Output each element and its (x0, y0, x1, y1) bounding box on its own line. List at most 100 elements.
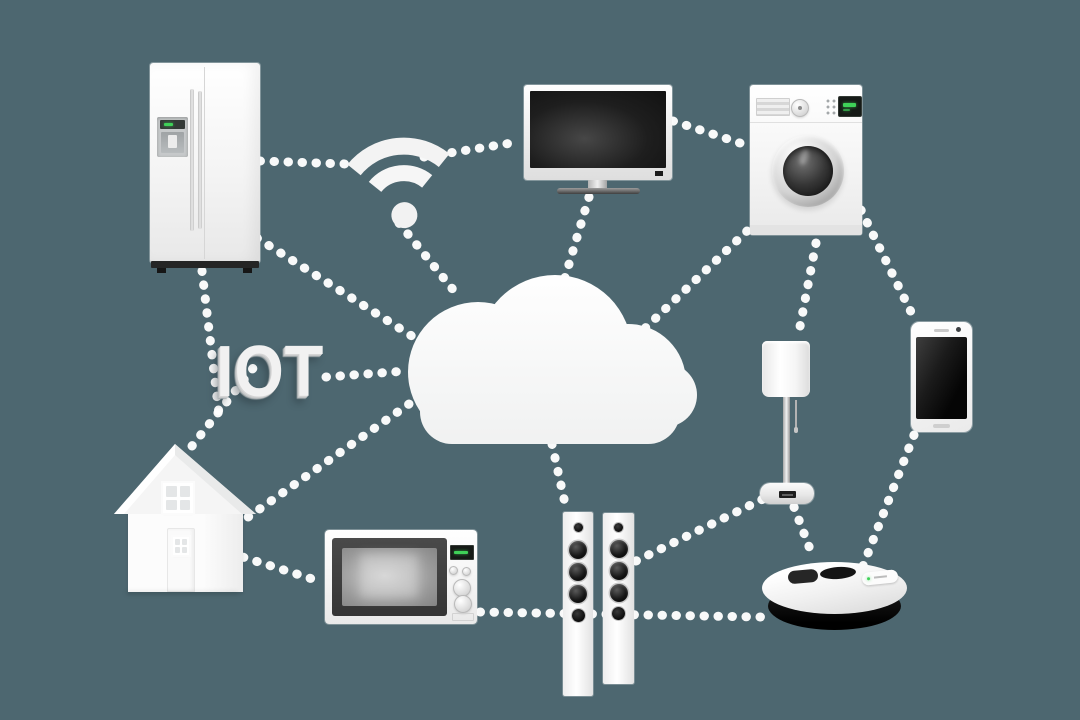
window-pane (179, 486, 190, 497)
speaker-driver (573, 523, 583, 532)
tv (524, 85, 672, 197)
washer-buttons (825, 98, 837, 116)
dispenser-recess (161, 132, 184, 153)
dispenser-display-glyphs (164, 123, 173, 126)
wifi-icon (347, 137, 450, 229)
iot-text: IOT (216, 332, 325, 412)
window-pane (175, 539, 180, 545)
microwave-display-glyphs (454, 551, 468, 554)
edge-house-iot-text (187, 362, 259, 451)
tv-stand-base (557, 188, 640, 194)
microwave-window (342, 548, 437, 606)
phone-home-bar (933, 424, 950, 428)
washer-door-glass (783, 146, 833, 196)
dispenser-display (160, 120, 185, 129)
lamp-chain-ball (793, 427, 798, 433)
lamp-usb-port (779, 491, 796, 498)
window-pane (182, 547, 187, 553)
refrigerator-handle-left (190, 89, 194, 231)
edge-wifi-symbol-cloud (394, 218, 464, 302)
refrigerator-foot (243, 268, 252, 273)
window-pane (182, 539, 187, 545)
edge-washing-machine-smartphone (856, 205, 919, 323)
edge-table-lamp-robot-vacuum (789, 502, 818, 562)
phone-screen (916, 337, 967, 419)
microwave (325, 530, 477, 626)
edge-cloud-tower-speakers (547, 439, 571, 513)
edge-tv-washing-machine (668, 116, 754, 151)
speaker-driver (609, 540, 628, 558)
edge-washing-machine-cloud (632, 226, 752, 341)
edge-house-microwave (225, 548, 327, 587)
washer-display-glyphs (843, 109, 850, 111)
refrigerator-body (150, 63, 260, 263)
lamp-usb-pin (782, 494, 793, 496)
edge-smartphone-robot-vacuum (858, 430, 919, 571)
window-pane (179, 499, 190, 510)
edge-cloud-house (229, 399, 414, 532)
washer-detergent-drawer (756, 98, 790, 116)
edge-tower-speakers-table-lamp (631, 494, 768, 566)
robot-vacuum (762, 556, 908, 632)
house (112, 438, 260, 596)
lamp-pole (783, 397, 790, 485)
tv-stand-neck (588, 180, 607, 188)
speaker-driver (569, 563, 587, 581)
dispenser-cup (168, 135, 177, 148)
microwave-button (462, 567, 471, 576)
wifi-dot (391, 202, 418, 229)
refrigerator-door-seam (204, 67, 205, 259)
vacuum-status-led (866, 577, 871, 581)
washer-knob-marker (798, 106, 802, 110)
lamp-shade (762, 341, 810, 397)
edge-washing-machine-table-lamp (793, 238, 821, 342)
vacuum-pad-lines (873, 575, 888, 579)
edge-refrigerator-cloud (252, 233, 431, 350)
microwave-display (450, 545, 474, 560)
speaker-driver (569, 585, 587, 603)
house-roof (114, 444, 256, 514)
lamp-pull-chain (795, 400, 797, 428)
washing-machine (750, 85, 862, 238)
lamp-base (760, 483, 814, 504)
refrigerator-handle-right (198, 91, 202, 229)
refrigerator-dispenser (157, 117, 188, 157)
edge-refrigerator-house (197, 266, 224, 419)
phone-speaker (934, 329, 949, 332)
tv-screen (530, 91, 666, 168)
window-pane (175, 547, 180, 553)
washer-base (750, 225, 862, 235)
speaker-right (603, 513, 634, 684)
tower-speakers (563, 512, 634, 697)
house-door-window (173, 537, 189, 555)
house-door (167, 528, 195, 592)
house-ground-shadow (126, 591, 238, 595)
speaker-driver (571, 609, 585, 622)
window-pane (166, 499, 177, 510)
table-lamp (758, 338, 816, 508)
washer-panel-divider (750, 122, 862, 123)
edge-refrigerator-wifi-symbol (255, 156, 351, 169)
cloud-shape (408, 275, 697, 444)
microwave-button (449, 566, 458, 575)
speaker-driver (569, 541, 587, 559)
washer-display (838, 96, 862, 117)
speaker-driver (609, 584, 628, 602)
edge-tv-cloud (559, 192, 594, 286)
window-pane (166, 486, 177, 497)
speaker-driver (612, 607, 625, 620)
edge-iot-text-cloud (321, 366, 411, 382)
refrigerator (148, 62, 262, 274)
washer-knob (791, 99, 809, 117)
phone-camera (956, 327, 961, 332)
speaker-left (563, 512, 593, 696)
wifi-outer-arc (347, 137, 450, 176)
wifi-inner-arc (368, 165, 433, 193)
speaker-driver (614, 523, 623, 532)
house-window (163, 483, 193, 513)
microwave-window-glow (360, 554, 418, 598)
cloud (408, 275, 697, 444)
microwave-knob (454, 595, 472, 613)
refrigerator-base (151, 261, 259, 268)
